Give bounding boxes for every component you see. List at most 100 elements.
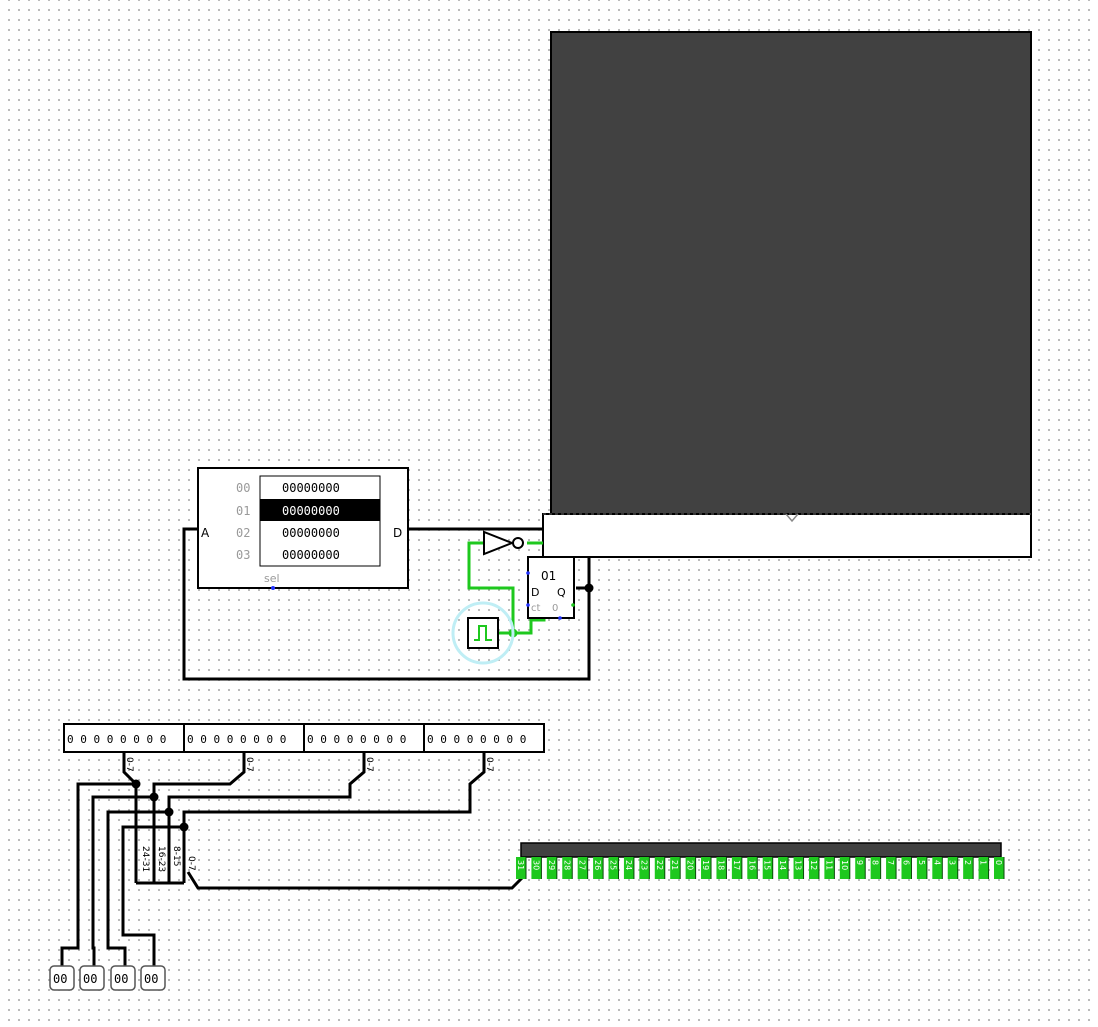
register-port-clk-label: ct — [531, 603, 540, 614]
clock-selection-halo — [451, 601, 515, 665]
bit-label: 1 — [979, 860, 988, 865]
bit-tick: 27 — [577, 857, 589, 879]
splitter-wires — [60, 752, 526, 966]
rom-value[interactable]: 00000000 — [282, 526, 340, 540]
bit-label: 9 — [855, 860, 864, 865]
bit-tick: 18 — [716, 857, 727, 879]
bit-tick: 8 — [870, 857, 882, 879]
led-matrix-component[interactable] — [542, 31, 1032, 558]
hex-display[interactable]: 0 0 0 0 0 0 0 0 — [303, 723, 425, 753]
bit-tick: 31 — [516, 857, 527, 879]
input-pin[interactable]: 00 — [79, 965, 105, 991]
bit-label: 2 — [963, 860, 972, 865]
hex-display-value: 0 0 0 0 0 0 0 0 — [427, 733, 526, 746]
hex-display-value: 0 0 0 0 0 0 0 0 — [307, 733, 406, 746]
rom-port-a-label: A — [201, 526, 210, 540]
bit-label: 5 — [917, 860, 926, 865]
not-gate[interactable] — [483, 530, 524, 556]
bit-label: 18 — [716, 860, 725, 870]
bit-label: 15 — [763, 860, 772, 870]
input-pins: 00 00 00 00 — [49, 965, 166, 991]
bit-tick: 29 — [546, 857, 558, 879]
rom-value[interactable]: 00000000 — [282, 481, 340, 495]
rom-address: 02 — [236, 526, 250, 540]
splitter-left-label: 8-15 — [171, 846, 181, 866]
hex-display[interactable]: 0 0 0 0 0 0 0 0 — [183, 723, 305, 753]
bit-label: 17 — [732, 860, 741, 870]
bit-tick: 13 — [793, 857, 805, 879]
bit-tick: 22 — [654, 857, 666, 879]
clock-component[interactable] — [451, 601, 515, 665]
rom-value[interactable]: 00000000 — [282, 548, 340, 562]
bit-label: 4 — [932, 860, 941, 865]
rom-sel-label: sel — [264, 572, 280, 585]
input-pin[interactable]: 00 — [49, 965, 75, 991]
bit-tick: 11 — [824, 857, 835, 879]
rom-port-d-label: D — [393, 526, 402, 540]
rom-selected-row-highlight — [260, 499, 380, 521]
input-pin-value: 00 — [114, 972, 128, 986]
bit-tick: 5 — [916, 857, 928, 879]
splitter-left-label: 0-7 — [186, 856, 196, 871]
splitter-left-label: 24-31 — [140, 846, 150, 872]
bit-label: 30 — [531, 860, 540, 870]
hex-display-value: 0 0 0 0 0 0 0 0 — [67, 733, 166, 746]
bit-tick: 3 — [947, 857, 959, 879]
bit-label: 16 — [747, 860, 756, 870]
hex-display-row: 0 0 0 0 0 0 0 0 0 0 0 0 0 0 0 0 0 0 0 0 … — [63, 723, 545, 753]
input-pin[interactable]: 00 — [140, 965, 166, 991]
bit-label: 23 — [639, 860, 648, 870]
bit-tick: 4 — [932, 857, 943, 879]
bit-label: 12 — [809, 860, 818, 870]
bit-tick: 26 — [593, 857, 604, 879]
input-pin[interactable]: 00 — [110, 965, 136, 991]
led-matrix-input-strip[interactable] — [542, 513, 1032, 558]
bit-label: 28 — [562, 860, 571, 870]
bit-tick: 23 — [639, 857, 650, 879]
rom-component[interactable]: 00 01 02 03 00000000 00000000 00000000 0… — [197, 467, 409, 590]
bit-tick: 25 — [608, 857, 620, 879]
bit-tick: 12 — [808, 857, 820, 879]
splitter-top-label: 0-7 — [484, 757, 494, 772]
rom-value[interactable]: 00000000 — [282, 504, 340, 518]
bit-tick: 28 — [562, 857, 573, 879]
input-pin-value: 00 — [144, 972, 158, 986]
bit-tick: 17 — [731, 857, 743, 879]
bit-label: 3 — [948, 860, 957, 865]
input-pin-value: 00 — [53, 972, 67, 986]
hex-display-value: 0 0 0 0 0 0 0 0 — [187, 733, 286, 746]
bit-label: 24 — [624, 860, 633, 870]
bit-label: 6 — [901, 860, 910, 865]
bit-label: 20 — [686, 860, 695, 870]
bit-label: 31 — [516, 860, 525, 870]
bit-label: 25 — [609, 860, 618, 870]
bit-tick: 15 — [762, 857, 774, 879]
bit-label: 29 — [547, 860, 556, 870]
register-port-zero-label: 0 — [552, 603, 558, 614]
bit-tick: 16 — [747, 857, 758, 879]
bit-label: 14 — [778, 860, 787, 870]
register-port-q-label: Q — [557, 586, 566, 599]
bit-tick: 19 — [701, 857, 712, 879]
bit-label: 8 — [871, 860, 880, 865]
bit-label: 26 — [593, 860, 602, 870]
splitter-left-label: 16-23 — [156, 846, 166, 872]
rom-address: 01 — [236, 504, 250, 518]
hex-display[interactable]: 0 0 0 0 0 0 0 0 — [423, 723, 545, 753]
bit-tick: 14 — [778, 857, 789, 879]
rom-address: 03 — [236, 548, 250, 562]
bit-tick: 30 — [531, 857, 542, 879]
bit-label: 21 — [670, 860, 679, 870]
splitter-labels: 0-7 0-7 0-7 0-7 24-31 16-23 8-15 0-7 — [124, 757, 494, 872]
hex-display[interactable]: 0 0 0 0 0 0 0 0 — [63, 723, 185, 753]
feedback-wires — [182, 527, 594, 681]
bit-tick: 6 — [901, 857, 912, 879]
register-component[interactable]: 01 D Q ct 0 — [526, 556, 575, 620]
bit-tick: 9 — [855, 857, 866, 879]
bit-tick: 20 — [685, 857, 697, 879]
led-matrix-screen — [550, 31, 1032, 515]
bit-label: 0 — [994, 860, 1003, 865]
